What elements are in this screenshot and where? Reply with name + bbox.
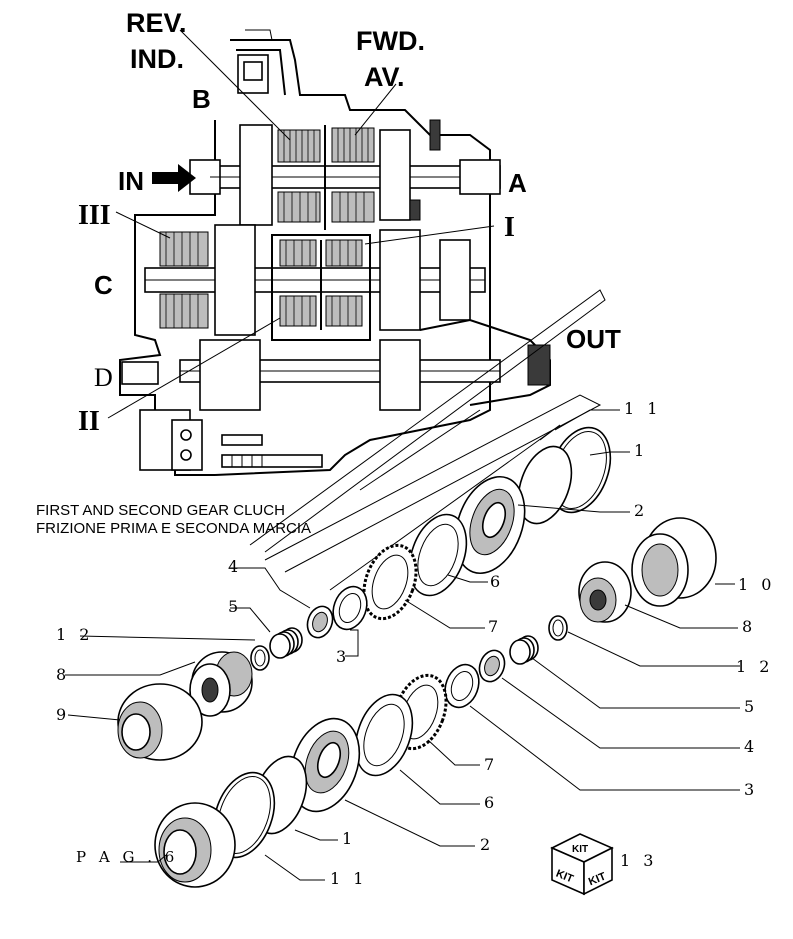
a-label: A — [508, 168, 527, 198]
third-gear-clutch-pack — [159, 231, 209, 329]
b-label: B — [192, 84, 211, 114]
callout-12-right: 1 2 — [736, 657, 773, 676]
callout-3-mid: 3 — [336, 647, 350, 666]
part-6-plate-top — [408, 513, 468, 597]
kit-label-top: KIT — [572, 844, 588, 855]
callout-2-top: 2 — [634, 501, 648, 520]
exploded-parts-upper-row — [117, 426, 612, 761]
part-8-hub-right — [578, 561, 632, 623]
part-9-clutch-drum — [117, 683, 203, 761]
callout-8-right: 8 — [742, 617, 756, 636]
projection-lines — [249, 289, 606, 591]
part-10-outer-drum — [631, 517, 717, 607]
callout-13: 1 3 — [620, 851, 657, 870]
kit-box-icon: KIT KIT KIT — [550, 833, 614, 896]
callout-1-bottom: 1 — [342, 829, 356, 848]
callout-2-bottom: 2 — [480, 835, 494, 854]
out-label: OUT — [566, 324, 621, 354]
callout-12-left: 1 2 — [56, 625, 93, 644]
part-6-plate-bottom — [354, 693, 414, 777]
fwd-label-line2: AV. — [364, 62, 405, 92]
callout-3-right: 3 — [744, 780, 758, 799]
callout-5-right: 5 — [744, 697, 758, 716]
callout-numbers: 1 1 1 2 6 4 1 0 5 7 8 1 2 3 1 2 8 5 9 4 … — [56, 399, 775, 888]
c-label: C — [94, 270, 113, 300]
callout-4-top: 4 — [228, 557, 242, 576]
caption-line1: FIRST AND SECOND GEAR CLUCH — [36, 502, 285, 519]
part-5-spring-right — [509, 635, 539, 665]
part-7-friction-disc-top — [362, 543, 418, 621]
part-5-spring-top — [269, 627, 303, 659]
fwd-label-line1: FWD. — [356, 26, 425, 56]
forward-clutch-pack — [331, 127, 375, 223]
callout-6-top: 6 — [490, 572, 504, 591]
part-3-washer-right — [444, 663, 480, 709]
exploded-parts-right-group — [154, 517, 717, 888]
in-label: IN — [118, 166, 144, 196]
part-12-circlip-right — [548, 615, 568, 641]
first-second-clutch-pack — [279, 239, 363, 327]
callout-11-top: 1 1 — [624, 399, 661, 418]
callout-10: 1 0 — [738, 575, 775, 594]
transmission-section-view: REV. IND. FWD. AV. B IN A III I C OUT D … — [78, 8, 621, 476]
part-2-piston-bottom — [289, 717, 361, 813]
ii-label: II — [78, 406, 100, 437]
caption-line2: FRIZIONE PRIMA E SECONDA MARCIA — [36, 520, 311, 537]
i-label: I — [504, 212, 515, 243]
part-3-washer-top — [332, 585, 368, 631]
callout-4-right: 4 — [744, 737, 758, 756]
callout-6-bottom: 6 — [484, 793, 498, 812]
callout-pag-6: P A G . 6 — [76, 848, 178, 866]
callout-1-top: 1 — [634, 441, 648, 460]
d-label: D — [94, 363, 113, 392]
callout-9: 9 — [56, 705, 70, 724]
first-second-clutch-highlight — [271, 234, 371, 341]
iii-label: III — [78, 200, 111, 231]
callout-11-bottom: 1 1 — [330, 869, 367, 888]
callout-leader-lines — [65, 409, 740, 881]
part-1-seal-top — [517, 445, 573, 525]
part-pag6-housing — [154, 802, 236, 888]
part-12-circlip-left — [250, 645, 270, 671]
callout-7-bottom: 7 — [484, 755, 498, 774]
input-arrow-icon — [152, 164, 196, 192]
callout-8-left: 8 — [56, 665, 70, 684]
rev-label-line2: IND. — [130, 44, 184, 74]
part-8-hub-left — [189, 651, 253, 717]
callout-7-top: 7 — [488, 617, 502, 636]
callout-5-top: 5 — [228, 597, 242, 616]
rev-label-line1: REV. — [126, 8, 187, 38]
